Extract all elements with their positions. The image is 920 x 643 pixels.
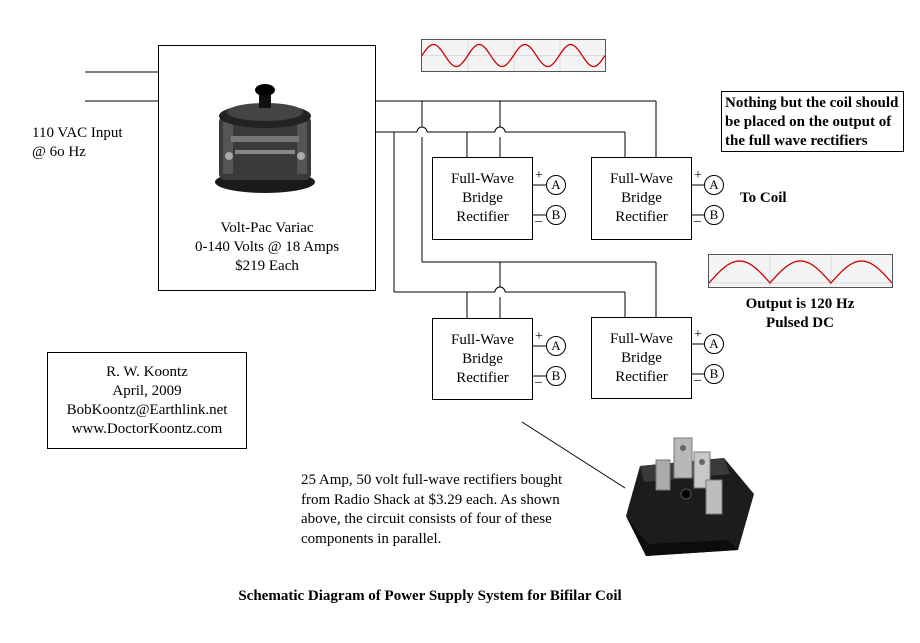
- author-box: R. W. Koontz April, 2009 BobKoontz@Earth…: [47, 352, 247, 449]
- terminal-a: A: [704, 175, 724, 195]
- rectifier-2: Full-Wave Bridge Rectifier: [591, 157, 692, 240]
- terminal-b: B: [546, 366, 566, 386]
- plus-sign: +: [694, 168, 702, 183]
- output-waveform: [708, 254, 893, 288]
- minus-sign: _: [535, 209, 542, 224]
- terminal-b: B: [704, 205, 724, 225]
- minus-sign: _: [694, 368, 701, 383]
- output-label: Output is 120 Hz Pulsed DC: [745, 296, 855, 331]
- input-waveform: [421, 39, 606, 72]
- plus-sign: +: [535, 329, 543, 344]
- rectifier-description: 25 Amp, 50 volt full-wave rectifiers bou…: [301, 472, 563, 547]
- terminal-a: A: [546, 175, 566, 195]
- coil-note-box: Nothing but the coil should be placed on…: [721, 91, 904, 152]
- input-label: 110 VAC Input @ 6o Hz: [32, 125, 123, 160]
- variac-label: Volt-Pac Variac 0-140 Volts @ 18 Amps $2…: [194, 220, 340, 274]
- rectifier-4: Full-Wave Bridge Rectifier: [591, 317, 692, 399]
- sine-wave-icon: [421, 40, 606, 71]
- variac-photo-icon: [215, 84, 315, 193]
- rectifier-1: Full-Wave Bridge Rectifier: [432, 157, 533, 240]
- plus-sign: +: [535, 168, 543, 183]
- terminal-a: A: [704, 334, 724, 354]
- variac-box: Volt-Pac Variac 0-140 Volts @ 18 Amps $2…: [158, 45, 376, 291]
- bridge-rectifier-photo-icon: [626, 437, 754, 556]
- plus-sign: +: [694, 327, 702, 342]
- rectified-wave-icon: [708, 255, 893, 287]
- rectifier-3: Full-Wave Bridge Rectifier: [432, 318, 533, 400]
- terminal-b: B: [546, 205, 566, 225]
- terminal-b: B: [704, 364, 724, 384]
- diagram-caption: Schematic Diagram of Power Supply System…: [238, 588, 622, 604]
- terminal-a: A: [546, 336, 566, 356]
- minus-sign: _: [694, 209, 701, 224]
- to-coil-label: To Coil: [740, 190, 787, 206]
- minus-sign: _: [535, 370, 542, 385]
